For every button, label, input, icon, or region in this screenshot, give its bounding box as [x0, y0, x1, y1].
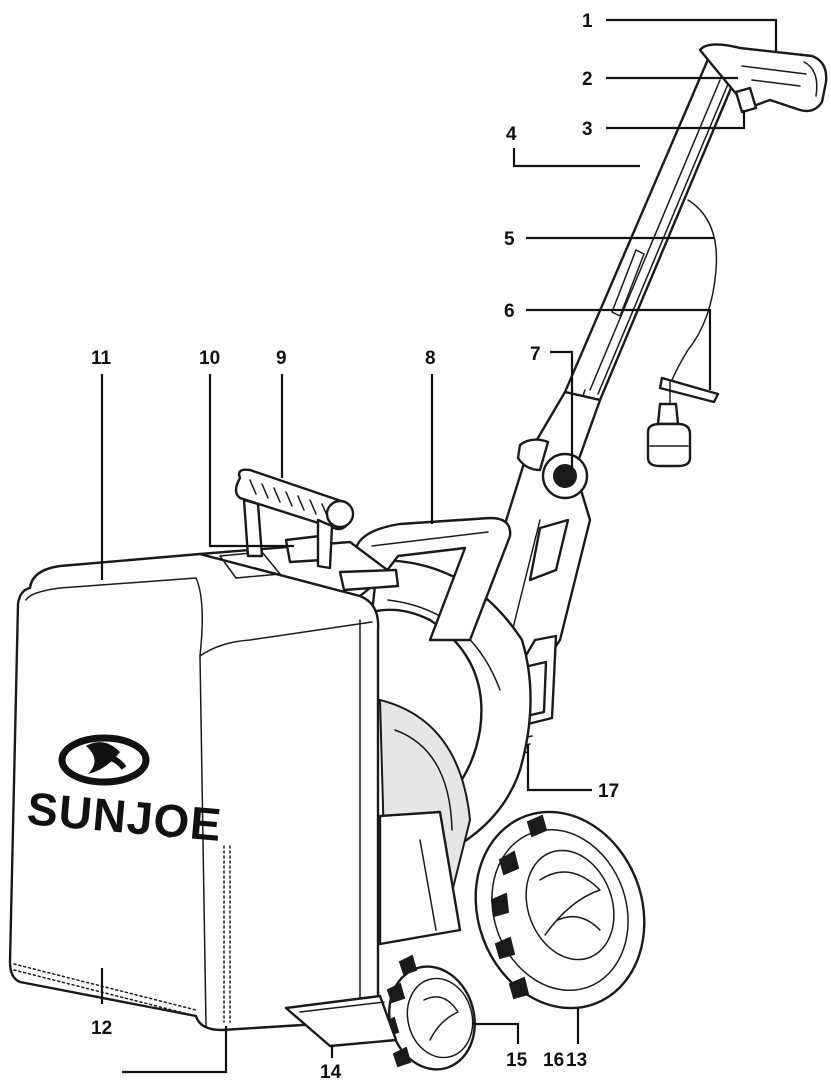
callout-2: 2 [582, 69, 593, 90]
lower-deck [284, 994, 398, 1048]
chute-handle [354, 516, 512, 642]
leader-3 [606, 110, 746, 130]
leader-15 [472, 1022, 520, 1044]
front-wheel [380, 954, 476, 1071]
callout-6: 6 [504, 301, 515, 322]
leader-1 [606, 18, 778, 52]
leader-unlabeled [122, 1026, 228, 1074]
callout-16: 16 [543, 1050, 564, 1071]
leader-6 [526, 308, 712, 390]
callout-8: 8 [425, 348, 436, 369]
carry-handle [234, 468, 355, 570]
callout-15: 15 [506, 1050, 528, 1071]
power-cord [646, 199, 720, 468]
callout-labels: 1 2 3 4 5 6 7 8 9 10 11 12 14 15 16 13 1… [91, 11, 619, 1083]
chute-drum [378, 698, 472, 946]
callout-14: 14 [320, 1062, 342, 1083]
callout-11: 11 [91, 348, 112, 369]
callout-17: 17 [598, 781, 619, 802]
leader-7 [550, 350, 574, 470]
registered-mark: ® [166, 830, 173, 840]
callout-9: 9 [276, 348, 287, 369]
callout-3: 3 [582, 119, 593, 140]
callout-7: 7 [530, 344, 541, 365]
callout-5: 5 [504, 229, 515, 250]
leader-10 [208, 374, 294, 548]
leader-4 [512, 148, 640, 168]
callout-4: 4 [506, 124, 517, 145]
callout-13: 13 [566, 1050, 587, 1071]
leader-17 [526, 744, 592, 792]
callout-10: 10 [199, 348, 220, 369]
switch-handle-grip [698, 43, 828, 114]
leader-lines [100, 18, 778, 1074]
machine-illustration: SUNJOE ® [8, 43, 828, 1071]
upper-handle [563, 48, 744, 411]
rear-wheel [474, 810, 646, 1010]
callout-12: 12 [91, 1018, 112, 1039]
callout-1: 1 [582, 11, 593, 32]
